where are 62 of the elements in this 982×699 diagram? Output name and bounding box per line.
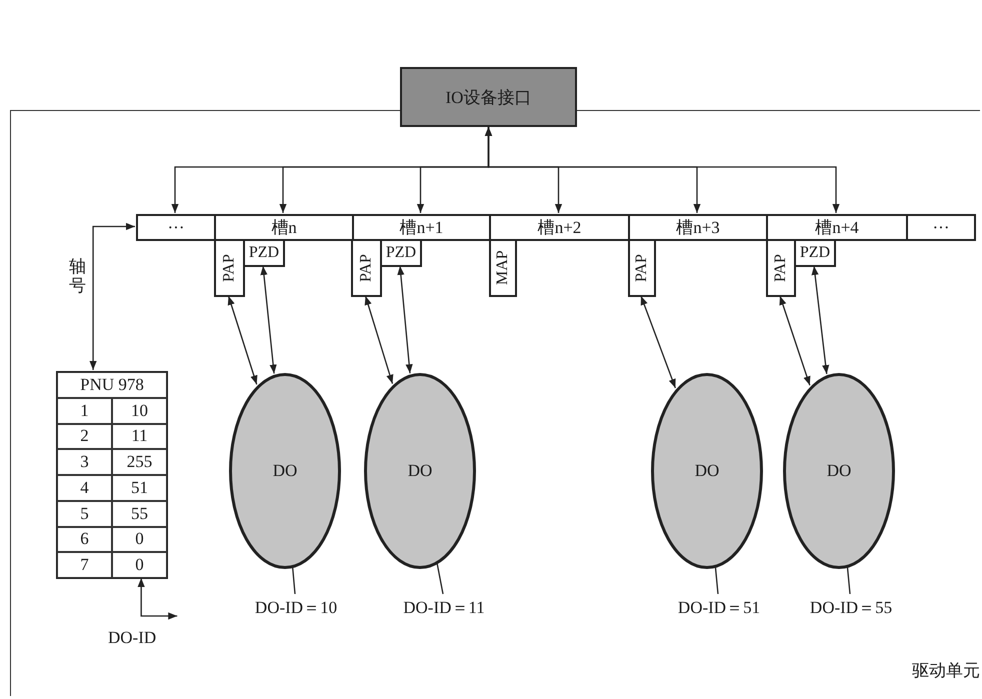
object-id-label: DO-ID＝10 (241, 595, 351, 619)
object-id-label: DO-ID＝51 (664, 595, 774, 619)
slot-box: 槽n+4 (766, 214, 908, 241)
parameter-table (56, 371, 168, 579)
table-cell: 6 (57, 526, 112, 552)
object-label: DO (408, 461, 432, 481)
object-label: DO (694, 461, 720, 481)
table-cell: 55 (112, 500, 167, 526)
slot-box: 槽n+3 (628, 214, 768, 241)
drive-object-ellipse (783, 373, 895, 569)
leader-line (846, 566, 851, 594)
table-cell: 0 (112, 552, 167, 578)
telegram-box: PZD (794, 239, 836, 267)
drive-object-ellipse (364, 373, 476, 569)
telegram-box: PAP (351, 239, 382, 297)
object-label: DO (826, 461, 852, 481)
frame-label: 驱动单元 (912, 660, 980, 682)
table-cell: 5 (57, 500, 112, 526)
table-cell: 11 (112, 424, 167, 450)
double-arrow (484, 127, 840, 213)
slot-box: 槽n (214, 214, 354, 241)
table-cell: 4 (57, 475, 112, 501)
axis-label: DO-ID (108, 628, 156, 648)
telegram-box: MAP (489, 239, 517, 297)
double-arrow (811, 266, 830, 374)
leader-line (436, 562, 444, 594)
slot-box: 槽n+2 (489, 214, 630, 241)
table-cell: 0 (112, 526, 167, 552)
slot-box: 槽n+1 (352, 214, 491, 241)
telegram-box: PAP (628, 239, 656, 297)
double-arrow (90, 222, 135, 370)
table-cell: 2 (57, 424, 112, 450)
table-cell: 7 (57, 552, 112, 578)
table-cell: 3 (57, 449, 112, 475)
leader-line (714, 566, 719, 594)
object-id-label: DO-ID＝11 (389, 595, 499, 619)
telegram-box: PAP (214, 239, 245, 297)
double-arrow (228, 296, 258, 385)
table-cell: 255 (112, 449, 167, 475)
leader-line (292, 566, 296, 594)
interface-box: IO设备接口 (400, 67, 577, 127)
object-label: DO (272, 461, 298, 481)
edge-label: 轴号 (69, 258, 86, 296)
slot-box: ··· (906, 214, 976, 241)
telegram-box: PZD (243, 239, 285, 267)
slot-box: ··· (136, 214, 216, 241)
drive-unit-frame (10, 110, 980, 696)
object-id-label: DO-ID＝55 (796, 595, 906, 619)
table-cell: 1 (57, 398, 112, 424)
table-cell: PNU 978 (57, 372, 167, 398)
drive-object-ellipse (651, 373, 763, 569)
double-arrow (364, 296, 394, 384)
table-cell: 10 (112, 398, 167, 424)
double-arrow (138, 578, 178, 620)
double-arrow (779, 296, 810, 386)
drive-object-ellipse (229, 373, 341, 569)
double-arrow (260, 266, 277, 374)
table-cell: 51 (112, 475, 167, 501)
telegram-box: PAP (766, 239, 796, 297)
telegram-box: PZD (380, 239, 422, 267)
double-arrow (640, 296, 676, 388)
double-arrow (397, 266, 413, 374)
